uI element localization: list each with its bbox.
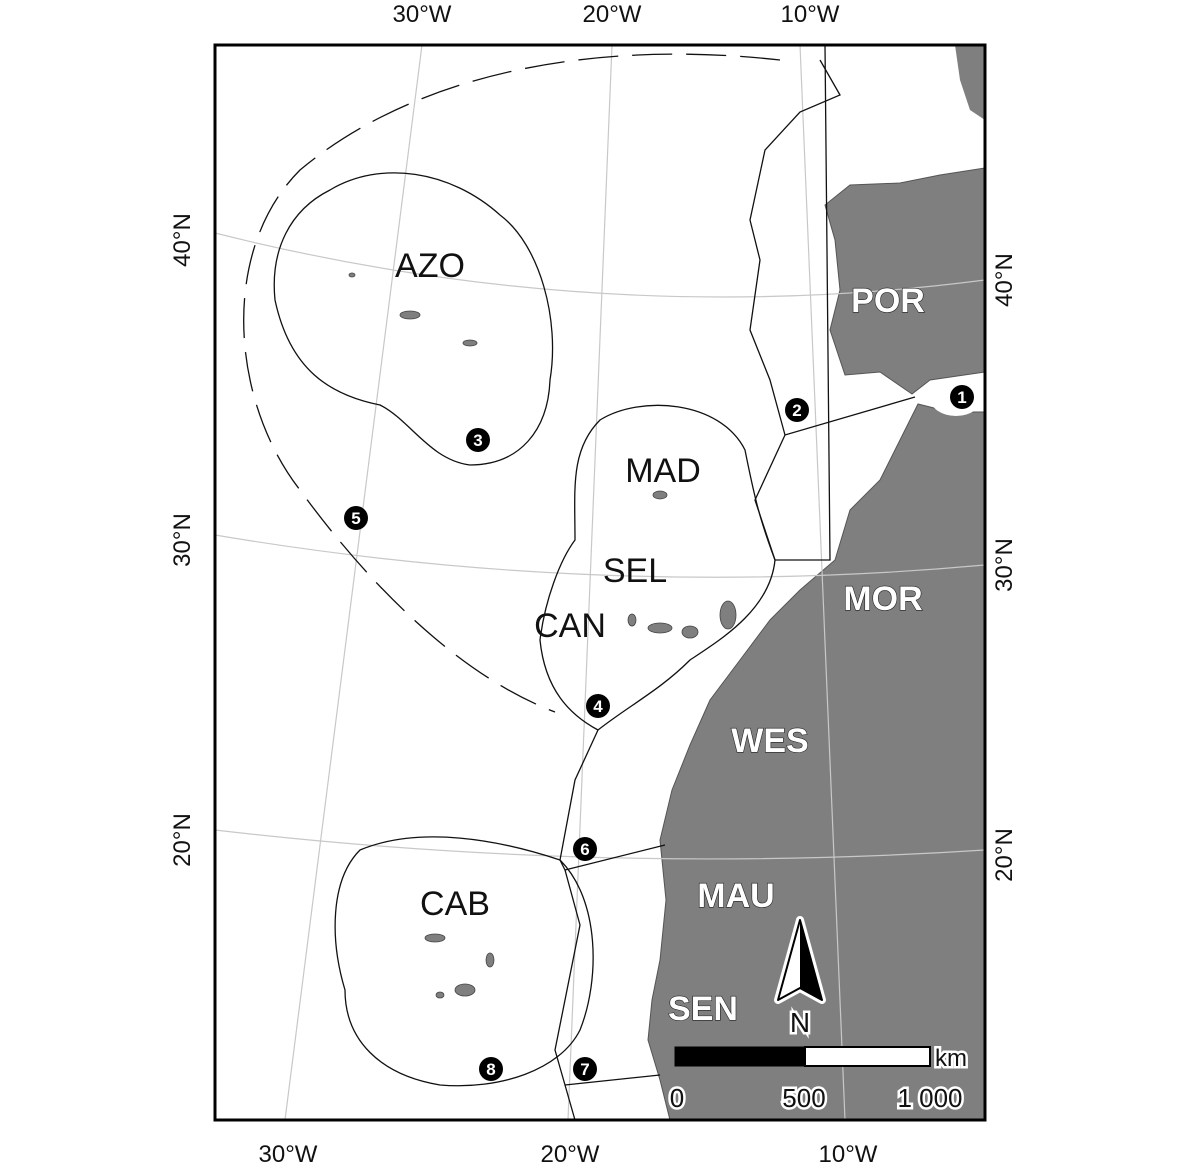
land [647, 167, 985, 1120]
top-tick: 30°W [393, 1, 452, 28]
svg-text:8: 8 [486, 1060, 495, 1079]
marker-8: 8 [479, 1057, 503, 1081]
right-tick: 20°N [991, 828, 1018, 882]
region-label-can: CAN [534, 607, 606, 645]
bottom-tick: 10°W [819, 1141, 878, 1167]
right-tick: 30°N [991, 538, 1018, 592]
left-tick: 40°N [169, 213, 196, 267]
scale-label: 500 [782, 1083, 825, 1113]
map-frame [213, 43, 987, 1122]
top-tick: 10°W [781, 1, 840, 28]
north-arrow: N [774, 916, 826, 1041]
scale-bar: km 0 500 1 000 [667, 1043, 969, 1116]
scale-label: 1 000 [897, 1083, 962, 1113]
right-tick: 40°N [991, 253, 1018, 307]
svg-text:6: 6 [580, 840, 589, 859]
region-label-mau: MAU [697, 877, 774, 915]
marker-5: 5 [344, 506, 368, 530]
bottom-tick: 30°W [259, 1141, 318, 1167]
left-tick: 30°N [169, 513, 196, 567]
region-label-mor: MOR [843, 580, 922, 618]
scale-unit: km [935, 1045, 967, 1072]
svg-text:2: 2 [792, 401, 801, 420]
region-label-mad: MAD [625, 452, 701, 490]
graticule [215, 45, 985, 1120]
bottom-tick: 20°W [541, 1141, 600, 1167]
coast-north [955, 45, 985, 120]
eez-boundaries [243, 45, 916, 1120]
svg-text:5: 5 [351, 509, 360, 528]
region-label-azo: AZO [395, 247, 465, 285]
svg-text:4: 4 [593, 697, 603, 716]
scale-label: 0 [670, 1083, 684, 1113]
svg-text:1: 1 [957, 388, 966, 407]
region-label-cab: CAB [420, 885, 490, 923]
region-label-sen: SEN [668, 990, 738, 1028]
region-label-wes: WES [731, 722, 808, 760]
islands [348, 272, 737, 999]
north-label: N [790, 1007, 810, 1038]
svg-text:7: 7 [580, 1060, 589, 1079]
marker-2: 2 [785, 398, 809, 422]
svg-text:3: 3 [473, 431, 482, 450]
marker-1: 1 [930, 380, 982, 416]
marker-7: 7 [573, 1057, 597, 1081]
marker-6: 6 [573, 837, 597, 861]
region-label-sel: SEL [603, 552, 667, 590]
left-tick: 20°N [169, 813, 196, 867]
region-label-por: POR [851, 282, 925, 320]
marker-3: 3 [466, 428, 490, 452]
marker-4: 4 [586, 694, 610, 718]
top-tick: 20°W [583, 1, 642, 28]
